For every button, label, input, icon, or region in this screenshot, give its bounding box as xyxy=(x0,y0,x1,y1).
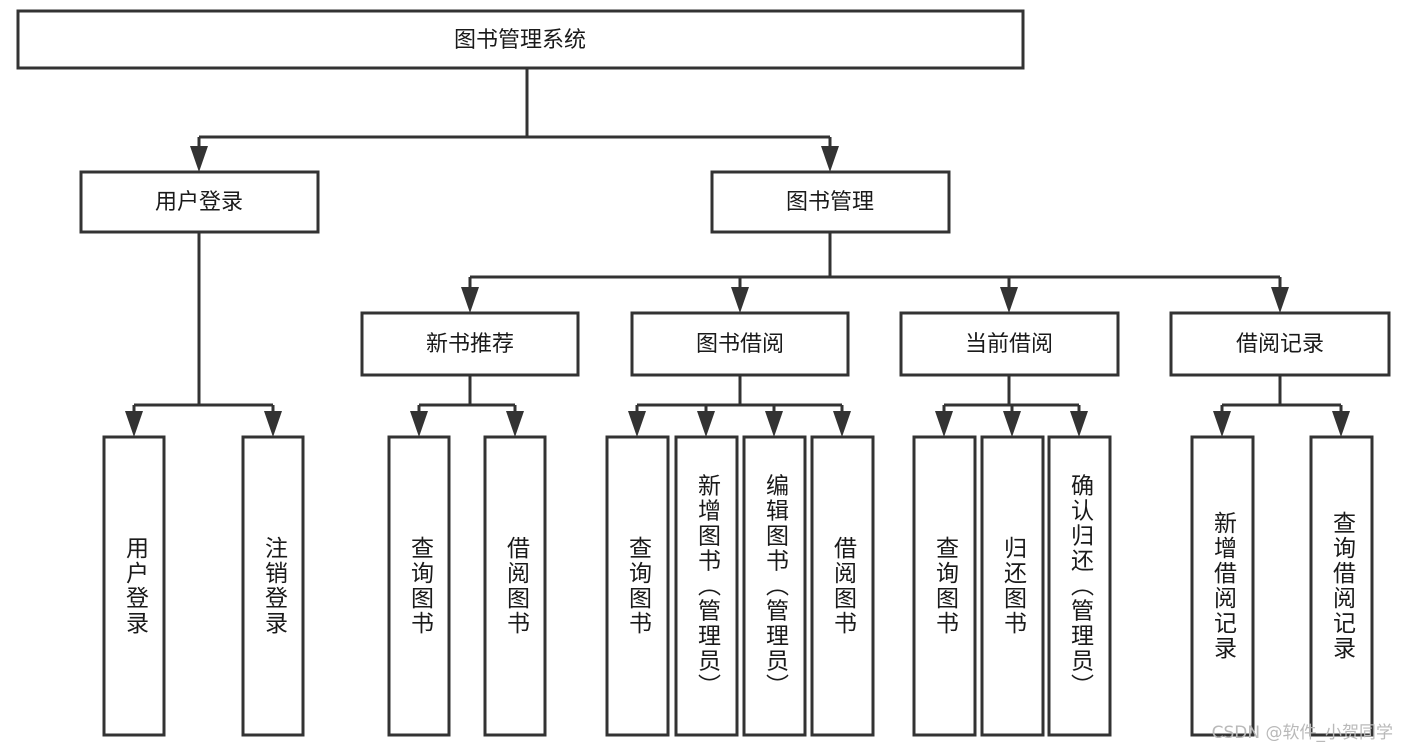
node-current-return-book-box[interactable] xyxy=(980,435,1045,737)
node-current-borrow-label: 当前借阅 xyxy=(965,332,1053,357)
node-new-book-recommend[interactable]: 新书推荐 xyxy=(360,311,580,377)
node-root-label: 图书管理系统 xyxy=(454,28,586,53)
node-records-add-record-label: 新增借阅记录 xyxy=(1210,511,1238,661)
node-book-borrow-label: 图书借阅 xyxy=(696,332,784,357)
node-new-book-recommend-label: 新书推荐 xyxy=(426,332,514,357)
node-recommend-borrow-book[interactable]: 借阅图书 xyxy=(483,435,547,737)
arrow-head-borrow-query-book xyxy=(628,411,646,437)
node-current-confirm-return-label: 确认归还（管理员） xyxy=(1067,474,1095,699)
node-book-borrow[interactable]: 图书借阅 xyxy=(630,311,850,377)
arrow-head-borrow-edit-book xyxy=(765,411,783,437)
connector-group-book-management xyxy=(461,232,1289,313)
node-borrow-edit-book-label: 编辑图书（管理员） xyxy=(762,474,790,699)
arrow-head-records-add-record xyxy=(1213,411,1231,437)
arrow-head-borrow-add-book xyxy=(697,411,715,437)
node-borrow-records-box[interactable] xyxy=(1169,311,1391,377)
node-current-borrow-box[interactable] xyxy=(899,311,1120,377)
node-current-confirm-return[interactable]: 确认归还（管理员） xyxy=(1047,435,1112,737)
arrow-head-records-query-record xyxy=(1332,411,1350,437)
node-records-query-record-box[interactable] xyxy=(1309,435,1374,737)
node-borrow-borrow-book-box[interactable] xyxy=(810,435,875,737)
node-borrow-records-label: 借阅记录 xyxy=(1236,332,1324,357)
node-current-return-book-label: 归还图书 xyxy=(1000,536,1028,636)
connector-group-new-book-recommend xyxy=(410,375,524,437)
arrow-head-user-login-login xyxy=(125,411,143,437)
arrow-head-user-login-logout xyxy=(264,411,282,437)
node-recommend-query-book-label: 查询图书 xyxy=(407,536,435,636)
node-borrow-add-book-label: 新增图书（管理员） xyxy=(694,474,722,699)
node-user-login-login-box[interactable] xyxy=(102,435,166,737)
arrow-head-current-return-book xyxy=(1003,411,1021,437)
node-user-login-login[interactable]: 用户登录 xyxy=(102,435,166,737)
node-borrow-add-book-box[interactable] xyxy=(674,435,739,737)
node-recommend-borrow-book-label: 借阅图书 xyxy=(503,536,531,636)
node-borrow-add-book[interactable]: 新增图书（管理员） xyxy=(674,435,739,737)
connector-group-borrow-records xyxy=(1213,375,1350,437)
node-user-login-box[interactable] xyxy=(79,170,320,234)
node-recommend-query-book-box[interactable] xyxy=(387,435,451,737)
node-records-add-record[interactable]: 新增借阅记录 xyxy=(1190,435,1255,737)
node-user-login[interactable]: 用户登录 xyxy=(79,170,320,234)
node-root-box[interactable] xyxy=(16,9,1025,70)
node-book-management[interactable]: 图书管理 xyxy=(710,170,951,234)
node-records-query-record-label: 查询借阅记录 xyxy=(1329,511,1357,661)
node-user-login-logout-label: 注销登录 xyxy=(261,536,289,636)
node-borrow-edit-book-box[interactable] xyxy=(742,435,807,737)
arrow-head-current-query-book xyxy=(935,411,953,437)
arrow-head-recommend-query-book xyxy=(410,411,428,437)
node-user-login-label: 用户登录 xyxy=(155,190,243,215)
node-root[interactable]: 图书管理系统 xyxy=(16,9,1025,70)
node-new-book-recommend-box[interactable] xyxy=(360,311,580,377)
connector-group-current-borrow xyxy=(935,375,1088,437)
node-recommend-query-book[interactable]: 查询图书 xyxy=(387,435,451,737)
node-user-login-logout[interactable]: 注销登录 xyxy=(241,435,305,737)
node-borrow-query-book-label: 查询图书 xyxy=(625,536,653,636)
node-book-borrow-box[interactable] xyxy=(630,311,850,377)
node-borrow-query-book-box[interactable] xyxy=(605,435,670,737)
arrow-head-current-borrow xyxy=(1000,287,1018,313)
arrow-head-user-login xyxy=(190,146,208,172)
arrow-head-new-book-recommend xyxy=(461,287,479,313)
node-current-query-book-label: 查询图书 xyxy=(932,536,960,636)
node-book-management-box[interactable] xyxy=(710,170,951,234)
node-borrow-records[interactable]: 借阅记录 xyxy=(1169,311,1391,377)
node-book-management-label: 图书管理 xyxy=(786,190,874,215)
arrow-head-book-management xyxy=(821,146,839,172)
arrow-head-borrow-borrow-book xyxy=(833,411,851,437)
node-borrow-borrow-book-label: 借阅图书 xyxy=(830,536,858,636)
node-current-borrow[interactable]: 当前借阅 xyxy=(899,311,1120,377)
connector-group-user-login xyxy=(125,232,282,437)
connector-group-book-borrow xyxy=(628,375,851,437)
node-borrow-query-book[interactable]: 查询图书 xyxy=(605,435,670,737)
node-records-add-record-box[interactable] xyxy=(1190,435,1255,737)
node-user-login-logout-box[interactable] xyxy=(241,435,305,737)
arrow-head-borrow-records xyxy=(1271,287,1289,313)
arrow-head-current-confirm-return xyxy=(1070,411,1088,437)
arrow-head-recommend-borrow-book xyxy=(506,411,524,437)
connector-group-root xyxy=(190,68,839,172)
node-borrow-borrow-book[interactable]: 借阅图书 xyxy=(810,435,875,737)
node-recommend-borrow-book-box[interactable] xyxy=(483,435,547,737)
node-current-query-book-box[interactable] xyxy=(912,435,977,737)
node-current-return-book[interactable]: 归还图书 xyxy=(980,435,1045,737)
node-current-confirm-return-box[interactable] xyxy=(1047,435,1112,737)
node-user-login-login-label: 用户登录 xyxy=(122,536,150,636)
node-borrow-edit-book[interactable]: 编辑图书（管理员） xyxy=(742,435,807,737)
node-current-query-book[interactable]: 查询图书 xyxy=(912,435,977,737)
csdn-watermark: CSDN @软件_小贺同学 xyxy=(1211,723,1393,743)
node-records-query-record[interactable]: 查询借阅记录 xyxy=(1309,435,1374,737)
arrow-head-book-borrow xyxy=(731,287,749,313)
